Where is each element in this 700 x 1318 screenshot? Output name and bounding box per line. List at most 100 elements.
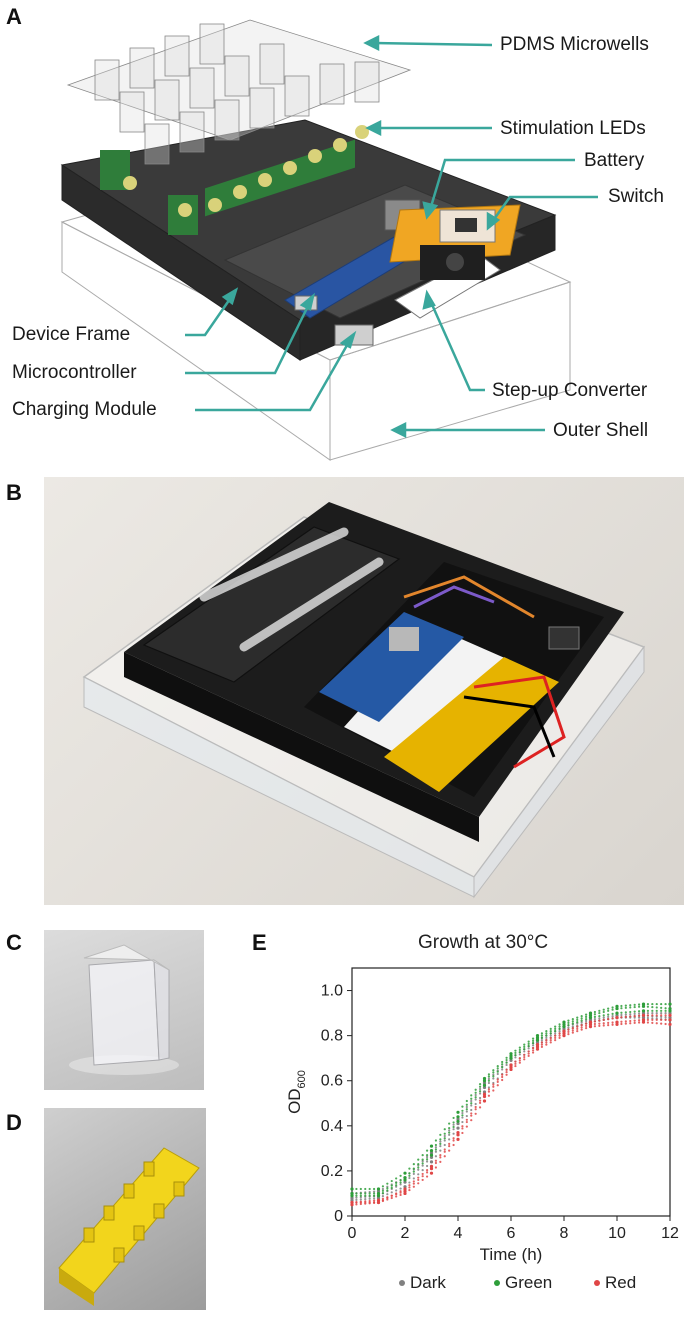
data-point	[660, 1011, 663, 1015]
data-point	[545, 1039, 548, 1042]
data-point	[629, 1006, 632, 1009]
data-point	[474, 1091, 477, 1094]
data-point	[372, 1199, 376, 1202]
data-point	[664, 1011, 667, 1015]
data-point	[355, 1192, 358, 1195]
data-point	[624, 1015, 627, 1018]
data-point	[412, 1167, 415, 1170]
data-point	[355, 1194, 358, 1197]
data-point	[549, 1034, 552, 1037]
data-point	[465, 1114, 468, 1118]
data-point	[545, 1043, 548, 1046]
data-point	[668, 1011, 672, 1015]
data-point	[456, 1119, 460, 1123]
data-point	[434, 1148, 438, 1151]
data-point	[580, 1014, 583, 1018]
data-point	[395, 1181, 398, 1185]
data-point	[549, 1041, 552, 1044]
data-point	[390, 1186, 393, 1189]
data-point	[487, 1094, 491, 1097]
data-point	[664, 1014, 667, 1017]
data-point	[456, 1126, 460, 1130]
data-point	[611, 1021, 614, 1024]
data-point	[624, 1013, 627, 1016]
data-point	[501, 1068, 504, 1071]
data-point	[496, 1084, 499, 1087]
data-point	[443, 1134, 446, 1138]
data-point	[531, 1039, 535, 1042]
data-point	[567, 1024, 570, 1027]
data-point	[562, 1022, 566, 1026]
data-point	[403, 1176, 407, 1180]
data-point	[496, 1078, 499, 1081]
data-point	[355, 1187, 358, 1191]
data-point	[399, 1181, 402, 1184]
data-point	[651, 1005, 654, 1009]
panel-letter-a: A	[6, 4, 22, 29]
data-point	[465, 1110, 468, 1113]
data-point	[443, 1139, 446, 1142]
data-point	[624, 1022, 627, 1025]
data-point	[545, 1030, 548, 1033]
data-point	[364, 1192, 367, 1195]
data-point	[602, 1008, 605, 1011]
data-point	[505, 1073, 508, 1076]
data-point	[535, 1045, 540, 1049]
electronics-drawing	[284, 199, 521, 346]
data-point	[509, 1058, 513, 1063]
data-point	[514, 1064, 517, 1068]
data-point	[562, 1020, 566, 1024]
data-point	[523, 1048, 526, 1051]
data-point	[368, 1197, 371, 1200]
data-point	[448, 1126, 451, 1130]
data-point	[487, 1081, 491, 1085]
data-point	[399, 1187, 402, 1190]
data-point	[505, 1068, 508, 1071]
data-point	[470, 1104, 473, 1107]
data-point	[487, 1088, 491, 1091]
data-point	[602, 1022, 605, 1025]
data-point	[452, 1139, 455, 1142]
data-point	[478, 1096, 482, 1100]
data-point	[390, 1179, 393, 1183]
data-point	[452, 1121, 455, 1124]
data-point	[571, 1018, 574, 1021]
data-point	[607, 1015, 610, 1018]
data-point	[434, 1166, 438, 1169]
printed-part-photo	[44, 1108, 206, 1310]
data-point	[492, 1081, 495, 1085]
data-point	[408, 1172, 411, 1175]
data-point	[545, 1034, 548, 1037]
data-point	[545, 1036, 548, 1039]
panel-letter-e: E	[252, 930, 267, 955]
data-point	[535, 1040, 540, 1044]
data-point	[651, 1011, 654, 1015]
data-point	[470, 1099, 473, 1103]
data-point	[501, 1075, 504, 1079]
data-point	[562, 1027, 566, 1031]
data-point	[487, 1086, 491, 1089]
data-point	[523, 1050, 526, 1053]
data-point	[461, 1109, 464, 1112]
data-point	[607, 1018, 610, 1021]
data-point	[372, 1201, 376, 1204]
data-point	[655, 1022, 658, 1025]
data-point	[646, 1016, 650, 1020]
data-point	[576, 1016, 579, 1019]
data-point	[403, 1180, 407, 1184]
data-point	[523, 1043, 526, 1046]
data-point	[509, 1052, 513, 1056]
data-point	[395, 1185, 398, 1188]
data-point	[505, 1058, 508, 1062]
legend-label: Dark	[410, 1273, 446, 1292]
data-point	[381, 1189, 385, 1192]
data-point	[429, 1149, 434, 1153]
data-point	[664, 1007, 667, 1010]
legend-marker	[494, 1280, 500, 1286]
data-point	[386, 1182, 389, 1185]
data-point	[624, 1006, 627, 1009]
data-point	[562, 1029, 566, 1033]
data-point	[651, 1021, 654, 1024]
data-point	[492, 1073, 495, 1076]
data-point	[372, 1187, 376, 1191]
